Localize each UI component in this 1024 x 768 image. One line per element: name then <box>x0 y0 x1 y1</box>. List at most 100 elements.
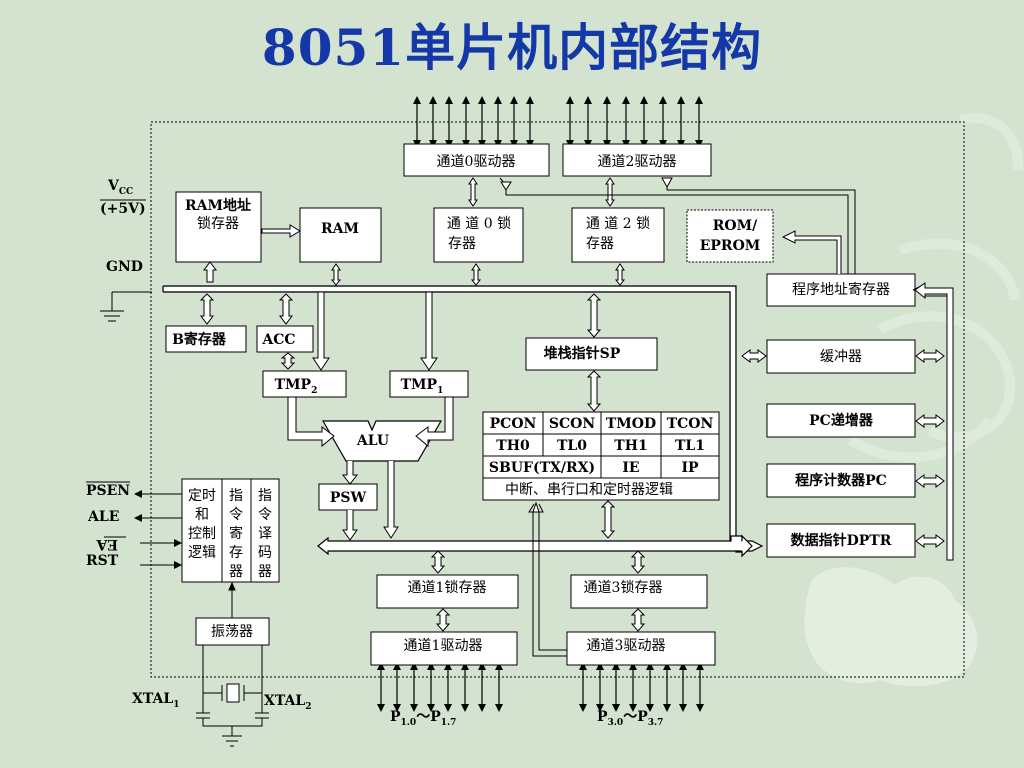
program-counter <box>766 463 916 498</box>
internal-bus-upper <box>163 285 742 553</box>
vcc-label: VCC <box>107 178 133 197</box>
port2-latch-label-2: 存器 <box>586 236 614 252</box>
port0-latch-label: 通 道 0 锁 <box>447 216 511 232</box>
accumulator <box>256 325 314 353</box>
timing-control-label-4: 逻辑 <box>188 545 216 561</box>
psen-pin-label: PSEN <box>86 483 130 499</box>
sfr-cell: TH1 <box>614 438 647 454</box>
port1-latch <box>376 574 519 609</box>
alu <box>321 420 443 462</box>
xtal2-label: XTAL2 <box>264 693 312 712</box>
data-pointer-label: 数据指针DPTR <box>791 532 892 549</box>
b-register <box>165 325 247 353</box>
instr-dec-label-4: 码 <box>258 545 272 561</box>
port3-pin-arrows <box>582 665 701 708</box>
data-pointer <box>766 523 916 558</box>
gnd-label: GND <box>106 259 143 275</box>
pc-incrementer-label: PC递增器 <box>809 412 874 429</box>
internal-bus-lower <box>317 535 764 556</box>
port3-latch-label: 通道3锁存器 <box>584 580 663 596</box>
instr-reg-label-5: 器 <box>229 564 243 580</box>
instr-reg-label-4: 存 <box>229 545 243 561</box>
buffer <box>766 339 916 374</box>
port1-range-label: P1.0～P1.7 <box>390 709 456 728</box>
stack-pointer <box>525 337 658 371</box>
port1-driver-label: 通道1驱动器 <box>404 638 483 654</box>
ram-label: RAM <box>321 221 359 237</box>
instr-dec-label-5: 器 <box>258 564 272 580</box>
vcc-voltage-label: (+5V) <box>100 201 146 217</box>
ea-pin-label: EA <box>95 536 118 552</box>
port1-latch-label: 通道1锁存器 <box>408 580 487 596</box>
sfr-cell: TH0 <box>496 438 530 454</box>
instr-reg-label-3: 寄 <box>229 525 243 542</box>
port3-latch <box>570 574 708 609</box>
instr-reg-label-1: 指 <box>229 488 243 504</box>
eprom-label: EPROM <box>700 238 761 254</box>
port0-driver-label: 通道0驱动器 <box>437 154 516 170</box>
sfr-cell: SCON <box>549 416 595 432</box>
port2-latch-label: 通 道 2 锁 <box>586 216 650 232</box>
control-logic-block <box>181 478 280 583</box>
alu-label: ALU <box>356 433 389 449</box>
ram-address-latch <box>175 191 262 263</box>
port0-pin-arrows <box>416 100 531 145</box>
port2-pin-arrows <box>569 100 700 145</box>
port3-driver-label: 通道3驱动器 <box>587 638 666 654</box>
oscillator-label: 振荡器 <box>211 624 253 640</box>
tmp2-register <box>262 370 347 398</box>
instr-dec-label-3: 译 <box>258 526 272 542</box>
gnd-symbol <box>100 291 152 322</box>
buffer-label: 缓冲器 <box>820 349 862 365</box>
sfr-cell: TL0 <box>557 438 587 454</box>
port3-driver <box>566 631 716 666</box>
timing-control-label-1: 定时 <box>188 488 216 504</box>
port2-driver <box>562 143 712 177</box>
timing-control-label-2: 和 <box>195 507 209 523</box>
b-register-label: B寄存器 <box>172 331 227 348</box>
ram-address-latch-label-2: 锁存器 <box>197 216 239 232</box>
sfr-cell: TL1 <box>675 438 705 454</box>
rst-pin-label: RST <box>86 553 119 569</box>
port1-driver <box>370 631 518 666</box>
program-counter-label: 程序计数器PC <box>795 472 887 489</box>
sfr-cell: IP <box>681 460 699 476</box>
port0-latch-label-2: 存器 <box>448 236 476 252</box>
ram <box>299 207 382 263</box>
bus-connectors <box>199 177 945 632</box>
instr-reg-label-2: 令 <box>229 507 243 523</box>
sfr-cell: IE <box>622 460 639 476</box>
bottom-arrowheads <box>377 662 704 712</box>
pc-incrementer <box>766 403 916 438</box>
instr-dec-label-1: 指 <box>258 488 272 504</box>
sfr-footer: 中断、串行口和定时器逻辑 <box>505 482 673 498</box>
port2-driver-label: 通道2驱动器 <box>598 154 677 170</box>
psw-label: PSW <box>330 490 367 506</box>
port1-pin-arrows <box>380 665 500 708</box>
crystal-circuit <box>196 645 269 747</box>
port0-driver <box>403 143 550 177</box>
xtal1-label: XTAL1 <box>132 691 180 710</box>
sfr-table-grid <box>483 412 719 479</box>
tmp1-label: TMP1 <box>401 377 444 396</box>
port3-range-label: P3.0～P3.7 <box>597 709 663 728</box>
ram-address-latch-label: RAM地址 <box>185 197 251 214</box>
instr-dec-label-2: 令 <box>258 507 272 523</box>
port0-latch <box>433 207 524 263</box>
control-pin-lines <box>140 493 182 566</box>
stack-pointer-label: 堆栈指针SP <box>544 345 621 362</box>
rom-label: ROM/ <box>713 218 758 234</box>
sfr-cell: PCON <box>490 416 537 432</box>
page-title: 8051单片机内部结构 <box>261 18 763 77</box>
sfr-cell: SBUF(TX/RX) <box>489 460 595 476</box>
ale-pin-label: ALE <box>87 509 119 525</box>
accumulator-label: ACC <box>261 332 295 348</box>
port2-latch <box>571 207 665 263</box>
program-address-register-label: 程序地址寄存器 <box>792 281 890 298</box>
chip-outline <box>150 121 965 678</box>
timing-control-label-3: 控制 <box>188 526 216 542</box>
tmp2-label: TMP2 <box>275 377 318 396</box>
rom-eprom <box>686 209 774 263</box>
sfr-cell: TMOD <box>606 416 656 432</box>
